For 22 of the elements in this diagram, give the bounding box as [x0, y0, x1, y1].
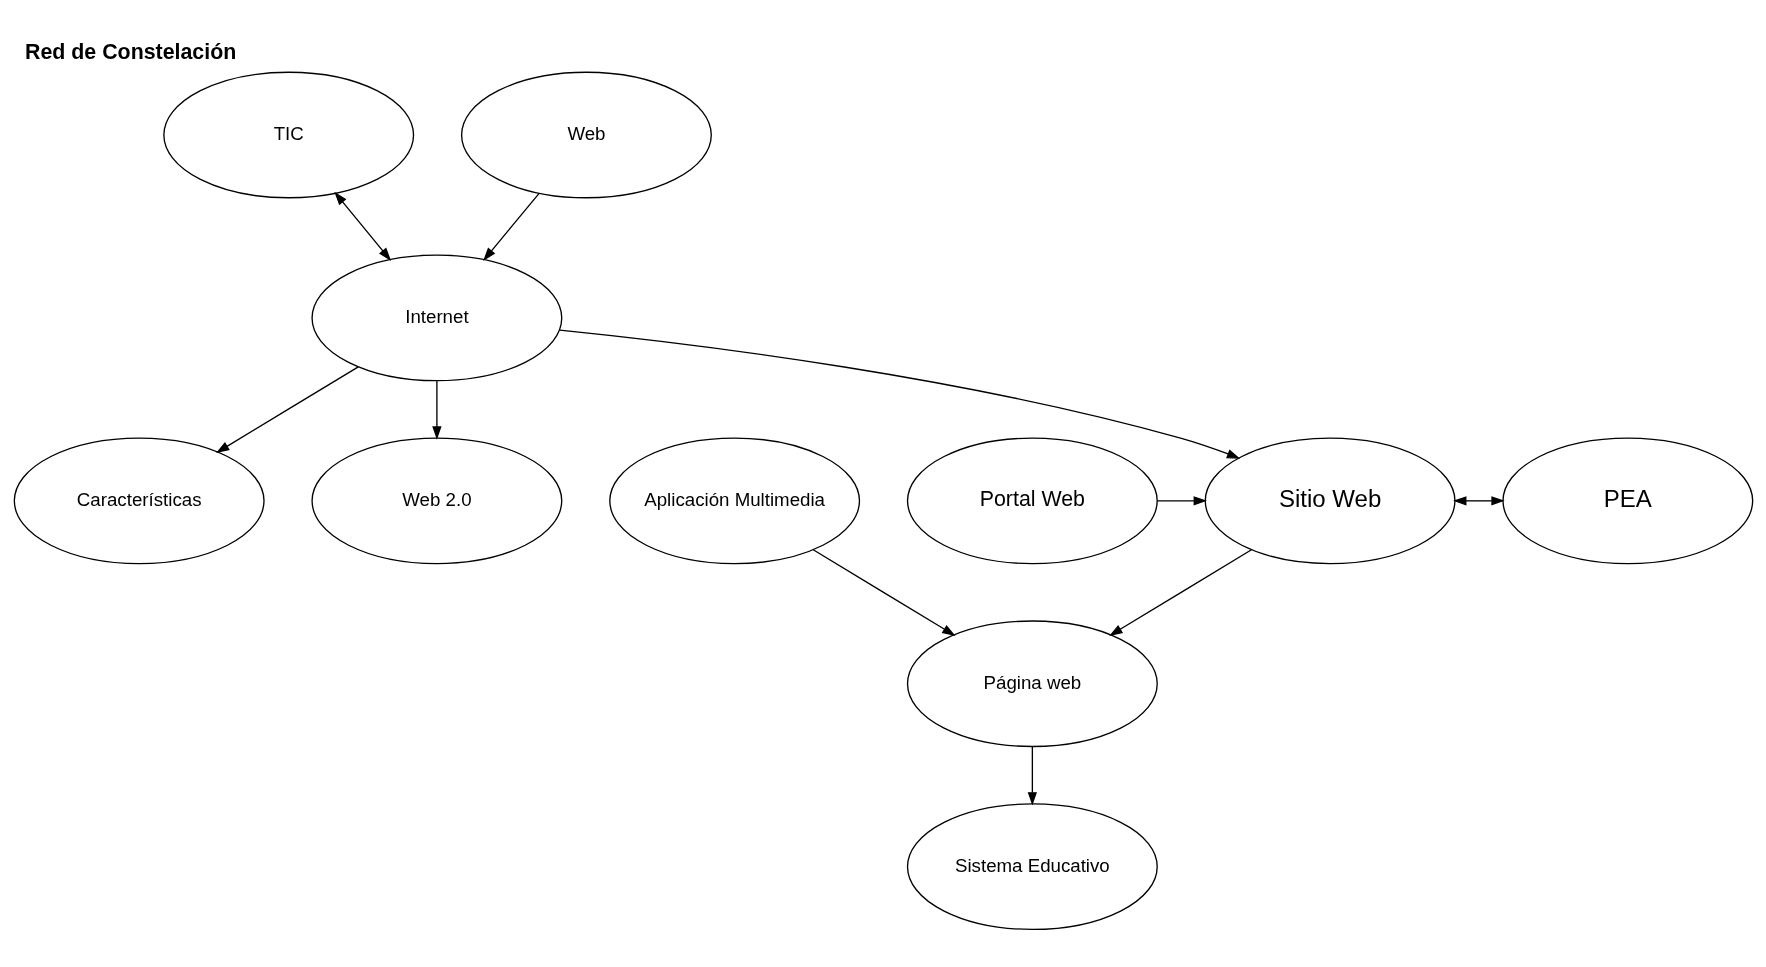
node-ellipse: Web [460, 71, 712, 199]
node-ellipse: Internet [310, 254, 562, 382]
node-ellipse: Aplicación Multimedia [608, 437, 860, 565]
arrow [558, 329, 1240, 459]
arrow [1156, 496, 1207, 506]
node-ellipse: Sistema Educativo [906, 803, 1158, 931]
arrow [812, 549, 956, 636]
arrow [431, 380, 442, 440]
node-ellipse: PEA [1501, 437, 1753, 565]
node-ellipse: TIC [162, 71, 414, 199]
arrow [482, 192, 540, 261]
diagram-title: Red de Constelación [24, 39, 236, 64]
node-ellipse: Portal Web [906, 437, 1158, 565]
arrow [1108, 549, 1252, 636]
node-ellipse: Características [13, 437, 265, 565]
node-ellipse: Página web [906, 620, 1158, 748]
arrow [1452, 496, 1505, 506]
arrow [333, 191, 391, 261]
arrow [215, 366, 359, 454]
node-ellipse: Web 2.0 [310, 437, 562, 565]
arrow [1027, 745, 1037, 806]
node-ellipse: Sitio Web [1204, 437, 1456, 565]
